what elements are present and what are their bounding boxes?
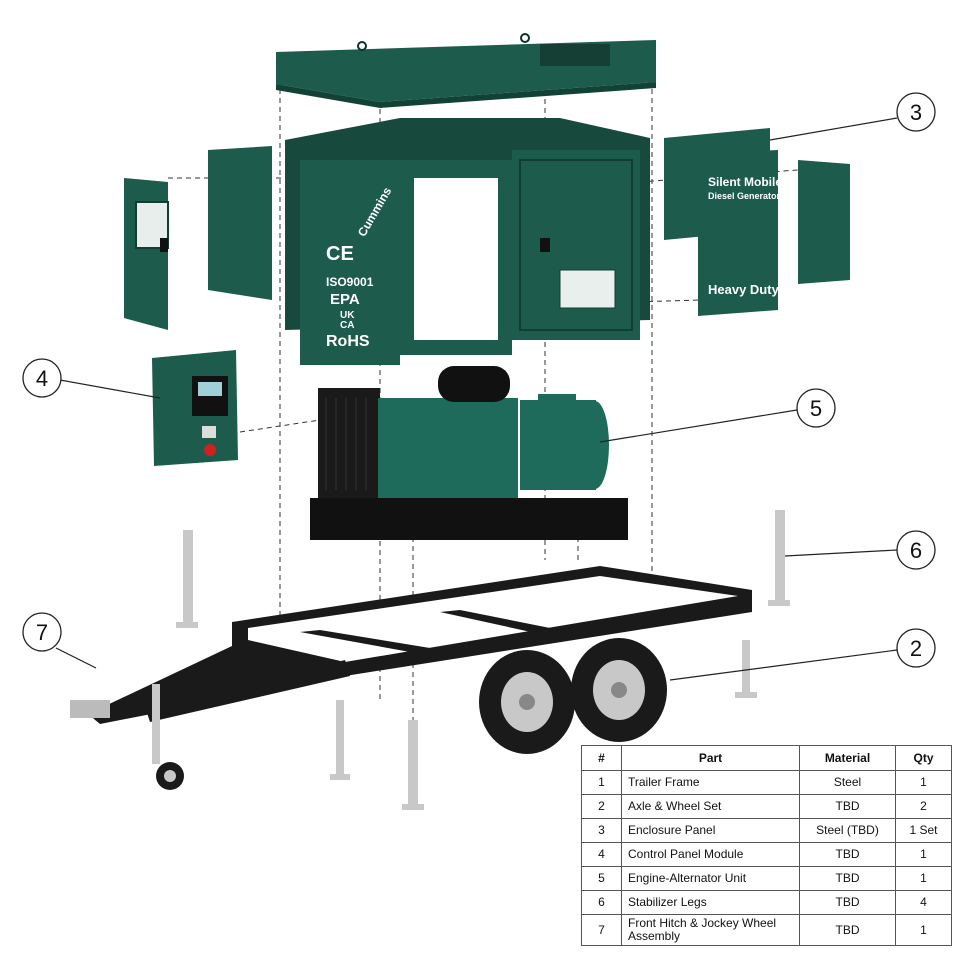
row-qty: 1 — [895, 914, 952, 946]
enclosure-roof — [276, 33, 656, 108]
enclosure-panel-labeled — [698, 150, 778, 316]
callout-6: 6 — [896, 530, 936, 570]
stabilizer-legs — [176, 510, 790, 810]
table-header-row: # Part Material Qty — [581, 745, 952, 771]
table-row: 7 Front Hitch & Jockey Wheel Assembly TB… — [581, 914, 952, 946]
callout-number-7: 7 — [36, 620, 48, 645]
callout-number-4: 4 — [36, 366, 48, 391]
row-number: 6 — [581, 890, 622, 915]
louvre-vent — [559, 269, 616, 309]
rohs-mark: RoHS — [326, 333, 370, 350]
door-opening — [414, 178, 498, 340]
leader-lines — [55, 117, 898, 681]
enclosure-body — [285, 118, 650, 365]
hitch-coupler — [70, 700, 110, 718]
parts-table: # Part Material Qty 1 Trailer Frame Stee… — [581, 745, 952, 946]
row-material: TBD — [799, 890, 896, 915]
panel-title: Silent Mobile — [708, 175, 782, 189]
table-row: 5 Engine-Alternator Unit TBD 1 — [581, 866, 952, 891]
panel-subtitle: Diesel Generator — [708, 191, 781, 201]
callout-2: 2 — [896, 628, 936, 668]
callout-number-6: 6 — [910, 538, 922, 563]
table-row: 3 Enclosure Panel Steel (TBD) 1 Set — [581, 818, 952, 843]
ce-mark: CE — [326, 243, 354, 265]
radiator — [318, 388, 380, 498]
alternator — [520, 400, 596, 490]
callout-7: 7 — [22, 612, 62, 652]
row-number: 7 — [581, 914, 622, 946]
row-material: TBD — [799, 794, 896, 819]
row-qty: 4 — [895, 890, 952, 915]
roof-vent — [540, 44, 610, 66]
right-door-panel — [512, 150, 640, 340]
control-panel-module — [152, 350, 238, 466]
epa-mark: EPA — [330, 291, 360, 308]
right-side-panels: Silent Mobile Diesel Generator Heavy Dut… — [664, 128, 850, 316]
row-part: Axle & Wheel Set — [621, 794, 800, 819]
panel-tagline: Heavy Duty — [708, 282, 780, 297]
skid-base — [310, 498, 628, 540]
row-qty: 1 — [895, 866, 952, 891]
row-qty: 1 Set — [895, 818, 952, 843]
axle-wheel-set — [479, 638, 667, 754]
door-latch — [540, 238, 550, 252]
row-material: Steel (TBD) — [799, 818, 896, 843]
row-material: TBD — [799, 914, 896, 946]
header-part: Part — [621, 745, 800, 771]
header-qty: Qty — [895, 745, 952, 771]
callout-3: 3 — [896, 92, 936, 132]
table-row: 1 Trailer Frame Steel 1 — [581, 770, 952, 795]
engine-alternator-unit — [310, 366, 628, 540]
row-part: Engine-Alternator Unit — [621, 866, 800, 891]
callout-5: 5 — [796, 388, 836, 428]
door-window — [135, 201, 169, 249]
row-qty: 2 — [895, 794, 952, 819]
row-number: 5 — [581, 866, 622, 891]
header-material: Material — [799, 745, 896, 771]
table-row: 6 Stabilizer Legs TBD 4 — [581, 890, 952, 915]
row-part: Trailer Frame — [621, 770, 800, 795]
callout-number-2: 2 — [910, 636, 922, 661]
callout-4: 4 — [22, 358, 62, 398]
trailer-frame — [70, 566, 752, 724]
row-part: Front Hitch & Jockey Wheel Assembly — [621, 914, 800, 946]
row-part: Control Panel Module — [621, 842, 800, 867]
key-switch — [202, 426, 216, 438]
row-material: TBD — [799, 866, 896, 891]
lifting-eye — [520, 33, 530, 43]
door-latch — [160, 238, 168, 252]
left-side-panel — [208, 146, 272, 300]
iso-mark: ISO9001 — [326, 275, 374, 289]
row-qty: 1 — [895, 842, 952, 867]
front-door-panel — [300, 160, 400, 365]
jockey-wheel — [152, 684, 184, 790]
callout-number-3: 3 — [910, 100, 922, 125]
left-side-door — [124, 178, 169, 330]
row-qty: 1 — [895, 770, 952, 795]
table-row: 2 Axle & Wheel Set TBD 2 — [581, 794, 952, 819]
row-part: Enclosure Panel — [621, 818, 800, 843]
emergency-stop-button — [204, 444, 216, 456]
row-material: TBD — [799, 842, 896, 867]
row-number: 4 — [581, 842, 622, 867]
alternator-terminal-box — [538, 394, 576, 412]
lifting-eye — [357, 41, 367, 51]
row-number: 2 — [581, 794, 622, 819]
table-row: 4 Control Panel Module TBD 1 — [581, 842, 952, 867]
enclosure-panel-end — [798, 160, 850, 284]
row-part: Stabilizer Legs — [621, 890, 800, 915]
callout-number-5: 5 — [810, 396, 822, 421]
ukca-mark-uk: UK — [340, 310, 355, 321]
muffler — [438, 366, 510, 402]
header-number: # — [581, 745, 622, 771]
ukca-mark-ca: CA — [340, 320, 354, 331]
row-number: 3 — [581, 818, 622, 843]
engine-block — [378, 398, 518, 498]
row-number: 1 — [581, 770, 622, 795]
row-material: Steel — [799, 770, 896, 795]
